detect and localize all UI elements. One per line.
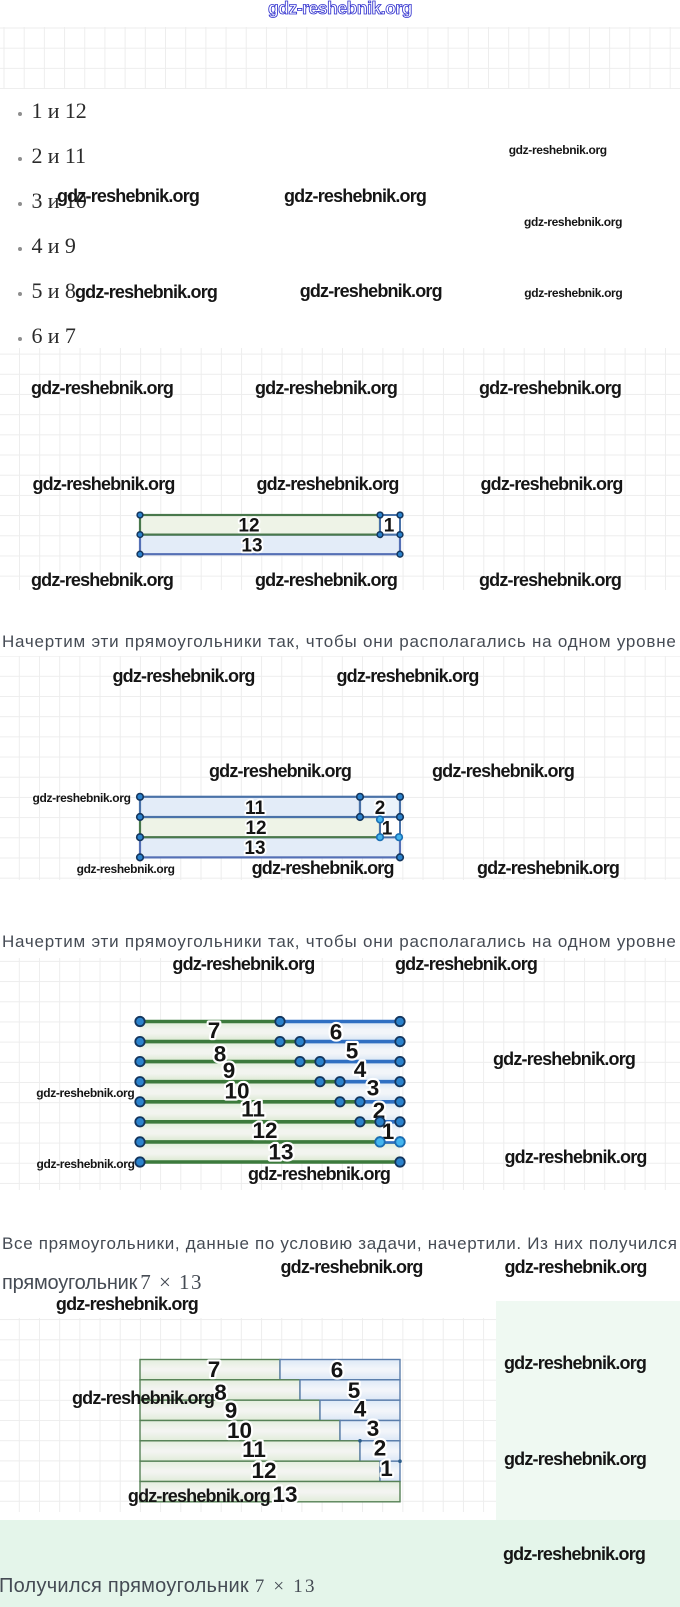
svg-text:13: 13 [241, 535, 262, 556]
svg-text:13: 13 [272, 1482, 297, 1507]
svg-text:12: 12 [251, 1458, 276, 1483]
svg-text:7: 7 [208, 1018, 221, 1043]
svg-text:4: 4 [354, 1397, 367, 1422]
svg-text:6: 6 [330, 1020, 343, 1045]
svg-text:2: 2 [374, 1436, 387, 1461]
svg-text:11: 11 [242, 1437, 266, 1462]
svg-text:12: 12 [245, 818, 266, 839]
svg-text:5: 5 [348, 1378, 361, 1403]
svg-text:13: 13 [268, 1140, 293, 1165]
svg-text:12: 12 [238, 516, 259, 537]
svg-text:9: 9 [225, 1398, 238, 1423]
svg-text:11: 11 [245, 798, 266, 819]
svg-text:1: 1 [380, 1456, 393, 1481]
svg-text:5: 5 [346, 1039, 359, 1064]
svg-text:10: 10 [224, 1079, 249, 1104]
svg-text:4: 4 [354, 1057, 367, 1082]
svg-text:13: 13 [244, 838, 265, 859]
svg-text:8: 8 [214, 1042, 227, 1067]
svg-text:9: 9 [223, 1058, 236, 1083]
svg-text:1: 1 [384, 516, 395, 537]
svg-text:2: 2 [375, 798, 386, 819]
svg-text:10: 10 [227, 1418, 252, 1443]
svg-text:11: 11 [241, 1097, 265, 1122]
svg-text:6: 6 [331, 1358, 344, 1383]
svg-text:12: 12 [252, 1118, 277, 1143]
svg-text:8: 8 [214, 1380, 227, 1405]
svg-text:3: 3 [367, 1076, 380, 1101]
svg-text:1: 1 [382, 819, 393, 840]
svg-text:3: 3 [367, 1416, 380, 1441]
svg-text:7: 7 [208, 1357, 221, 1382]
